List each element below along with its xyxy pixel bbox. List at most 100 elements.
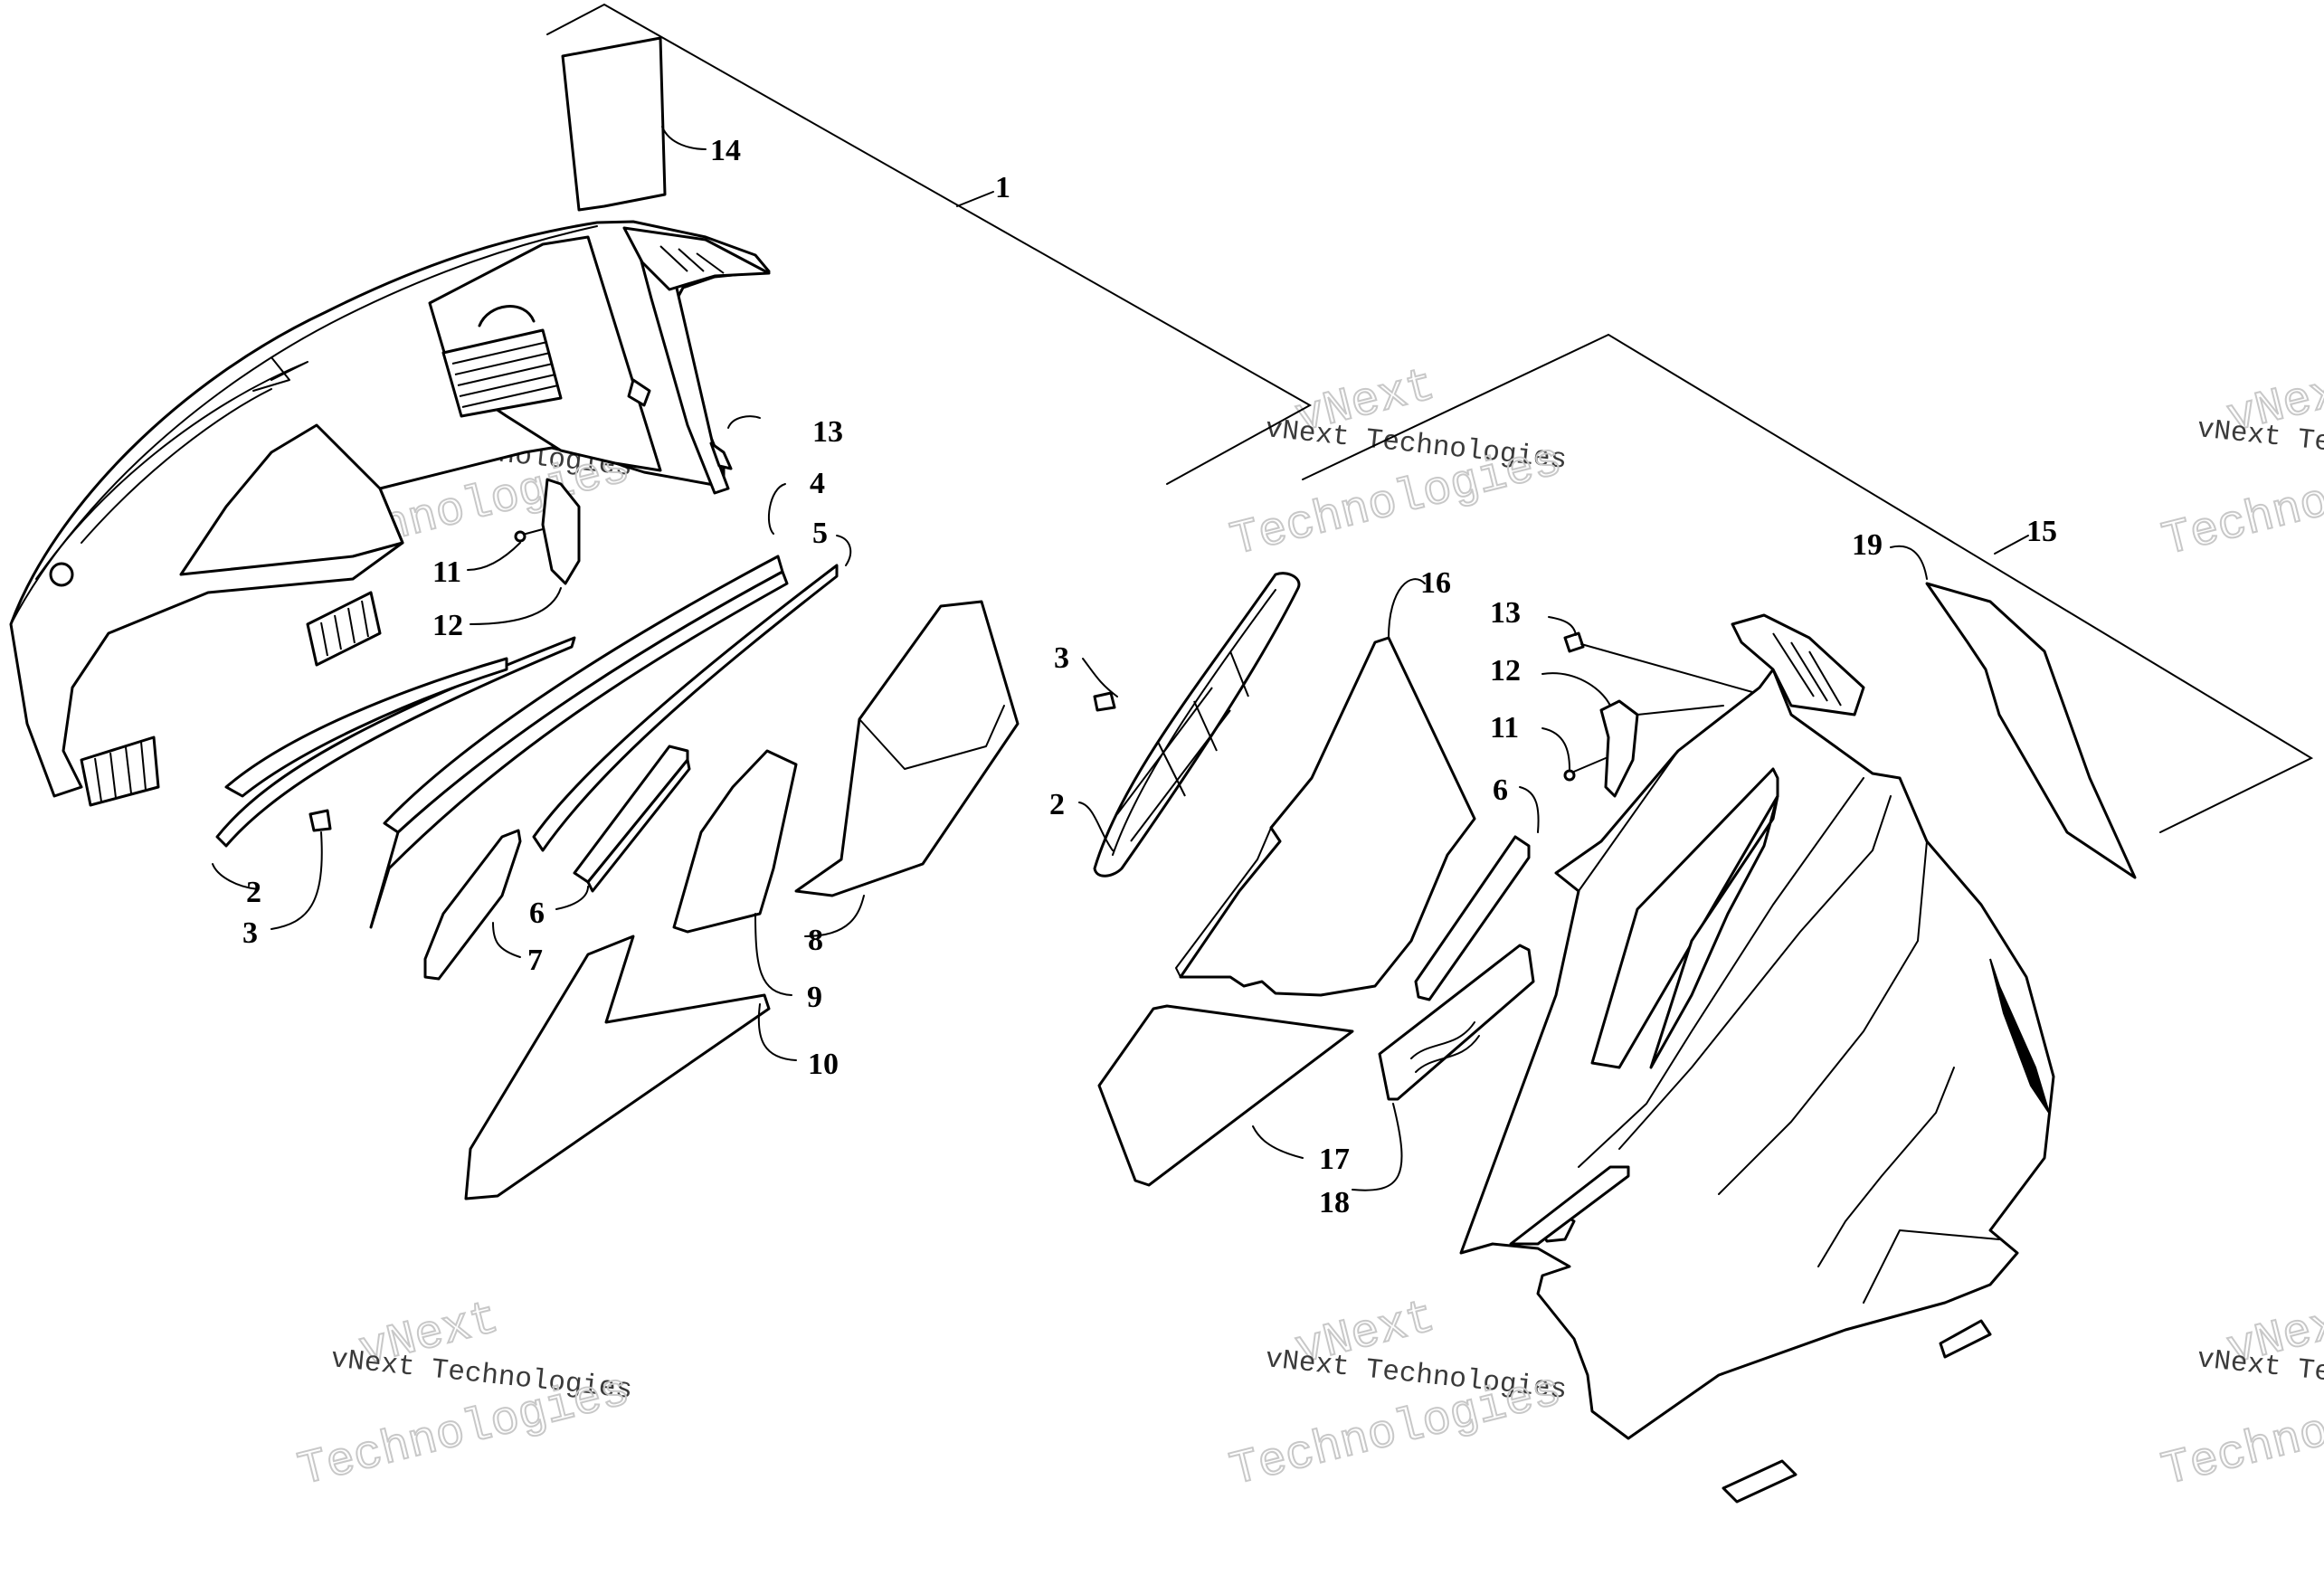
leader-15	[1994, 535, 2029, 555]
grille-strip-2-left	[215, 636, 576, 848]
hood-right-ridge-3	[1618, 795, 1892, 1150]
leader-12-right	[1541, 672, 1611, 707]
leader-11-left	[467, 542, 521, 571]
callout-2-right: 2	[1049, 788, 1065, 821]
callout-8: 8	[808, 924, 823, 957]
trim-4-lower	[369, 570, 789, 929]
strip-5	[532, 564, 839, 852]
leader-19	[1890, 545, 1928, 580]
callout-15: 15	[2026, 515, 2057, 548]
hood-right-ridge-4	[1718, 840, 1928, 1195]
panel-17	[1097, 1004, 1354, 1187]
hood-notch	[252, 356, 290, 392]
hood-clip	[627, 378, 651, 407]
pad-6-left	[573, 745, 689, 884]
callout-12-left: 12	[432, 609, 463, 642]
panel-10	[464, 935, 771, 1200]
leader-8	[804, 895, 865, 937]
bracket-12-left	[541, 478, 581, 585]
leader-14	[661, 126, 707, 150]
leader-10	[757, 1003, 797, 1061]
hood-inner-vent	[441, 305, 563, 418]
hood-right-side-vent	[1989, 958, 2050, 1114]
hood-side-window	[179, 423, 404, 576]
watermark-group-bottom-right: vNext vNext Technologies Technologies	[2156, 1290, 2324, 1499]
callout-6-right: 6	[1493, 773, 1508, 807]
hood-nose-vent	[622, 226, 771, 291]
watermark-group-top-right: vNext vNext Technologies Technologies	[2157, 358, 2324, 569]
watermark-group-top-center: vNext vNext Technologies Technologies	[1225, 358, 1569, 569]
pad-6-left-face	[586, 758, 691, 893]
hood-right-center-window	[1649, 794, 1779, 1069]
callout-13-left: 13	[812, 415, 843, 449]
callout-11-right: 11	[1490, 711, 1519, 745]
leader-13-left	[727, 415, 761, 429]
leader-2-right	[1078, 802, 1114, 851]
callout-3-right: 3	[1054, 641, 1069, 675]
inner-vent-frame	[441, 328, 563, 418]
leader-13-right	[1548, 616, 1577, 636]
leader-lines	[212, 126, 1928, 1191]
leader-16	[1388, 578, 1426, 639]
callout-11-left: 11	[432, 555, 461, 589]
panel-16	[1179, 636, 1476, 997]
leader-12-right-line	[1636, 705, 1724, 716]
hood-latch	[49, 562, 74, 587]
callout-9: 9	[807, 981, 822, 1014]
hood-right-ridge-2	[1578, 777, 1864, 1168]
callout-1: 1	[995, 171, 1010, 204]
leader-9	[754, 913, 792, 996]
leader-18	[1352, 1103, 1403, 1191]
callout-labels: 1 14 13 4 5 11 12 2 3 6 7 8 9 10 3 2 16 …	[242, 134, 2057, 1219]
callout-14: 14	[710, 134, 741, 167]
windshield-left	[561, 36, 667, 212]
hood-right-assembly	[1459, 613, 2055, 1504]
inner-vent-handle	[478, 305, 536, 327]
watermark-group-bottom-center: vNext vNext Technologies Technologies	[1224, 1290, 1569, 1499]
leader-1	[956, 191, 994, 207]
clip-13-left	[709, 441, 733, 470]
hood-ridge-2	[81, 388, 272, 544]
callout-2-left: 2	[246, 876, 261, 909]
callout-16: 16	[1420, 566, 1451, 600]
callout-4: 4	[810, 467, 825, 500]
clip-3-left	[308, 809, 332, 832]
leader-12-left	[470, 587, 562, 625]
hood-right-ridge-1	[1555, 687, 1760, 996]
callout-19: 19	[1852, 528, 1883, 562]
clip-13-right	[1563, 631, 1585, 653]
windshield-right	[1925, 582, 2137, 879]
hood-right-foot-2	[1722, 1459, 1798, 1504]
pad-6-right	[1414, 835, 1531, 1001]
pad-9	[672, 749, 798, 934]
panel-8-fold	[858, 705, 1005, 770]
leader-3-left	[270, 831, 323, 930]
assembly-bracket-15	[1302, 333, 2314, 833]
callout-7: 7	[527, 944, 543, 977]
leader-2-left	[212, 863, 259, 890]
hood-right-foot-1	[1939, 1319, 1992, 1359]
hood-lower-vent-left	[80, 735, 160, 807]
leader-6-left	[555, 886, 589, 910]
callout-12-right: 12	[1490, 654, 1521, 688]
hood-right-side-window	[1590, 767, 1779, 1069]
callout-10: 10	[808, 1048, 839, 1081]
leader-3-right	[1082, 658, 1118, 697]
leader-17	[1252, 1125, 1304, 1159]
assembly-bracket-1	[546, 3, 1313, 485]
leader-6-right	[1519, 786, 1540, 833]
callout-13-right: 13	[1490, 596, 1521, 630]
screw-11-right	[1563, 757, 1607, 782]
bracket-12-right	[1599, 699, 1639, 798]
hood-right-lower-strip	[1509, 1165, 1630, 1246]
callout-3-left: 3	[242, 916, 258, 950]
panel-8	[794, 600, 1020, 897]
hood-lower-vent-right	[306, 591, 382, 667]
callout-6-left: 6	[529, 897, 545, 930]
grille-strip-2-left-body	[224, 657, 508, 798]
leader-4	[767, 483, 786, 535]
panel-16-edge	[1175, 827, 1272, 978]
vent-grille-2-right	[1093, 572, 1301, 878]
callout-18: 18	[1319, 1186, 1350, 1219]
clip-3-right	[1093, 691, 1116, 712]
